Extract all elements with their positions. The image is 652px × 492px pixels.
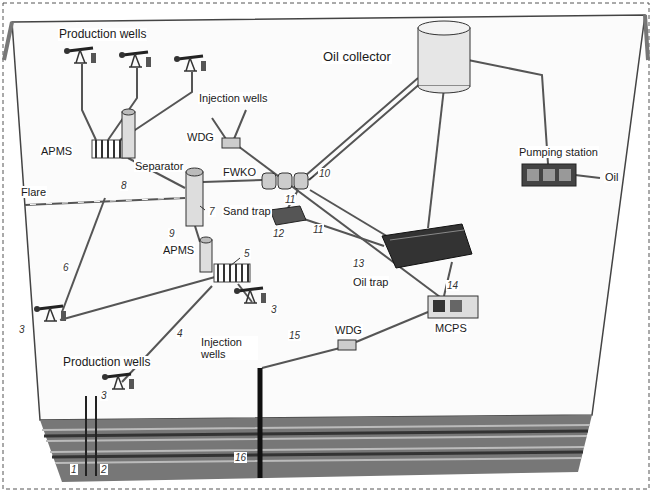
part-label: Separator	[134, 160, 184, 172]
part-label: Injection wells	[198, 92, 268, 104]
callout-number: 15	[288, 330, 301, 341]
callout-number: 1	[70, 464, 78, 475]
part-label: APMS	[162, 244, 195, 256]
part-label: Oil	[604, 171, 619, 183]
callout-number: 11	[312, 224, 324, 235]
part-label: APMS	[40, 145, 73, 157]
callout-number: 3	[270, 304, 278, 315]
callout-number: 3	[100, 390, 108, 401]
callout-number: 11	[284, 194, 296, 205]
part-label: Production wells	[58, 28, 147, 41]
part-label: FWKO	[222, 166, 257, 178]
part-label: WDG	[186, 131, 215, 143]
callout-number: 6	[62, 262, 70, 273]
callout-number: 14	[446, 280, 459, 291]
callout-number: 12	[272, 228, 285, 239]
part-label: MCPS	[434, 322, 468, 334]
callout-number: 2	[100, 464, 108, 475]
callout-number: 7	[208, 206, 216, 217]
part-label: Flare	[20, 186, 47, 198]
part-label: Oil trap	[352, 276, 389, 288]
callout-number: 4	[176, 328, 184, 339]
part-label: Production wells	[62, 356, 151, 369]
callout-number: 16	[234, 452, 247, 463]
part-label: WDG	[334, 324, 363, 336]
part-label: Pumping station	[518, 146, 599, 158]
callout-number: 5	[243, 248, 251, 259]
callout-number: 9	[168, 228, 176, 239]
callout-number: 10	[318, 168, 331, 179]
part-label: Oil collector	[322, 50, 392, 64]
part-label: Injection wells	[200, 336, 258, 360]
callout-number: 8	[120, 180, 128, 191]
part-label: Sand trap	[222, 205, 272, 217]
callout-number: 13	[352, 258, 365, 269]
callout-number: 3	[18, 324, 26, 335]
